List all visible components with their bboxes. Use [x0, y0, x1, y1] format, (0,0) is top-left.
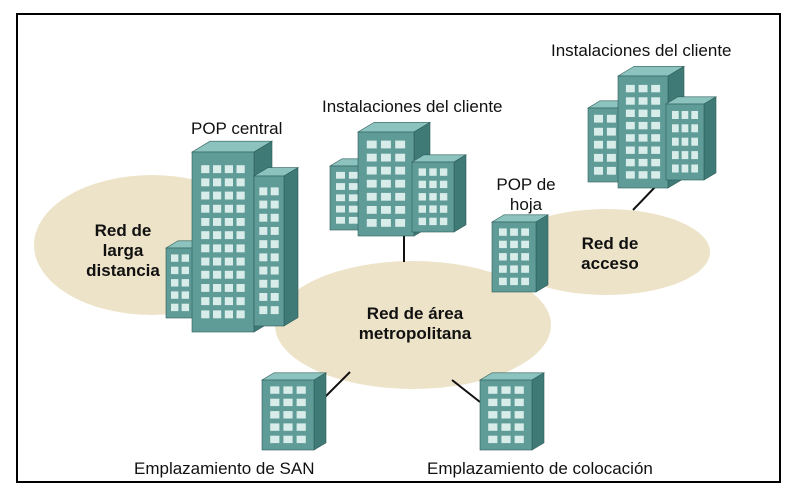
metro-line1: Red de área [366, 304, 464, 323]
metro-line2: metropolitana [358, 324, 472, 343]
long-distance-line3: distancia [86, 261, 160, 280]
access-line2: acceso [581, 254, 639, 273]
central-pop-building-right [252, 167, 300, 327]
san-site-building [260, 372, 328, 451]
long-distance-network-label: Red de larga distancia [68, 221, 178, 281]
link-metro-colocation [451, 379, 481, 403]
customer-premises-center-label: Instalaciones del cliente [322, 97, 503, 116]
leaf-pop-building [490, 214, 550, 293]
colocation-site-building [478, 372, 546, 451]
metro-network-label: Red de área metropolitana [345, 304, 485, 344]
access-line1: Red de [581, 234, 639, 253]
central-pop-label: POP central [191, 119, 283, 138]
leaf-pop-label: POP de hoja [491, 175, 561, 215]
access-network-ellipse [502, 209, 710, 295]
leaf-pop-label-line1: POP de [496, 175, 556, 194]
customer-premises-right-label: Instalaciones del cliente [551, 41, 732, 60]
metro-network-ellipse [275, 261, 551, 389]
san-site-label: Emplazamiento de SAN [134, 459, 315, 478]
buildings [164, 65, 718, 451]
customer-right-building-right [664, 96, 718, 181]
access-network-label: Red de acceso [570, 234, 650, 274]
link-access-customer [632, 185, 657, 211]
long-distance-line1: Red de [94, 221, 152, 240]
long-distance-line2: larga [102, 241, 144, 260]
customer-center-building-right [410, 154, 468, 233]
leaf-pop-label-line2: hoja [509, 195, 543, 214]
colocation-site-label: Emplazamiento de colocación [427, 459, 653, 478]
